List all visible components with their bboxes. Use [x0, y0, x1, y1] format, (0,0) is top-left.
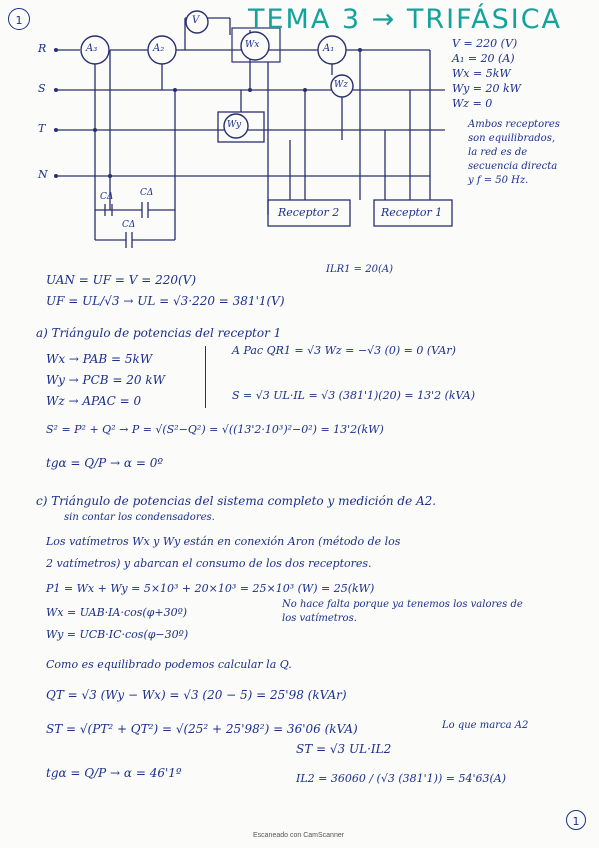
ammeter-a2	[147, 35, 177, 65]
scanner-watermark: Escaneado con CamScanner	[253, 832, 345, 839]
section-c-apparent: ST = √(PT² + QT²) = √(25² + 25'98²) = 36…	[46, 722, 358, 736]
note-line: secuencia directa	[468, 161, 558, 172]
section-a-active: S² = P² + Q² → P = √(S²−Q²) = √((13'2·10…	[46, 423, 384, 436]
wattmeter-wx	[240, 31, 270, 61]
section-c-text-2: 2 vatímetros) y abarcan el consumo de lo…	[46, 557, 372, 570]
footer-page-badge: 1	[566, 810, 586, 830]
meter-label-a3: A₃	[86, 43, 98, 54]
section-c-a2-note: Lo que marca A2	[442, 720, 529, 731]
note-line: son equilibrados,	[468, 133, 556, 144]
section-a-apparent: S = √3 UL·IL = √3 (381'1)(20) = 13'2 (kV…	[232, 389, 475, 402]
section-c-heading: c) Triángulo de potencias del sistema co…	[36, 494, 437, 508]
capacitor-label-middle: CΔ	[140, 188, 154, 198]
section-c-wy-formula: Wy = UCB·IC·cos(φ−30º)	[46, 628, 189, 641]
phase-voltage-line: UAN = UF = V = 220(V)	[46, 273, 196, 287]
note-line: la red es de	[468, 147, 528, 158]
wattmeter-wy	[223, 113, 249, 139]
section-c-total-power: P1 = Wx + Wy = 5×10³ + 20×10³ = 25×10³ (…	[46, 582, 375, 595]
receptor-1-label: Receptor 1	[381, 206, 443, 219]
current-receptor1: ILR1 = 20(A)	[326, 264, 393, 275]
section-c-subheading: sin contar los condensadores.	[64, 512, 215, 523]
capacitor-label-left: CΔ	[100, 192, 114, 202]
line-label-s: S	[38, 82, 46, 95]
footer-page-number: 1	[572, 815, 580, 828]
note-line: y f = 50 Hz.	[468, 175, 529, 186]
meter-label-wx: Wx	[245, 40, 260, 50]
note-line: Ambos receptores	[468, 119, 560, 130]
section-c-wx-formula: Wx = UAB·IA·cos(φ+30º)	[46, 606, 188, 619]
section-c-reactive: QT = √3 (Wy − Wx) = √3 (20 − 5) = 25'98 …	[46, 688, 347, 702]
ammeter-a1	[317, 35, 347, 65]
given-data-item: A₁ = 20 (A)	[452, 52, 515, 65]
given-data-item: Wz = 0	[452, 97, 493, 110]
section-c-current: IL2 = 36060 / (√3 (381'1)) = 54'63(A)	[296, 772, 506, 785]
section-a-reactive: A Pac QR1 = √3 Wz = −√3 (0) = 0 (VAr)	[232, 344, 456, 357]
meter-label-v: V	[192, 15, 200, 26]
section-a-wz: Wz → APAC = 0	[46, 394, 142, 408]
section-c-brace-note: No hace falta porque ya tenemos los valo…	[282, 599, 523, 624]
voltmeter-v	[185, 10, 209, 34]
line-label-t: T	[38, 122, 46, 135]
given-data-item: Wy = 20 kW	[452, 82, 521, 95]
section-c-text-1: Los vatímetros Wx y Wy están en conexión…	[46, 535, 401, 548]
given-note: Ambos receptores son equilibrados, la re…	[468, 118, 560, 188]
section-c-balanced: Como es equilibrado podemos calcular la …	[46, 658, 292, 671]
given-data-item: V = 220 (V)	[452, 37, 518, 50]
section-a-wy: Wy → PCB = 20 kW	[46, 373, 165, 387]
meter-label-wy: Wy	[227, 120, 242, 130]
page-number: 1	[15, 14, 23, 27]
line-label-r: R	[38, 42, 47, 55]
divider	[205, 346, 206, 408]
page-number-badge: 1	[8, 8, 30, 30]
section-a-angle: tgα = Q/P → α = 0º	[46, 456, 163, 470]
given-data-item: Wx = 5kW	[452, 67, 511, 80]
wattmeter-wz	[330, 74, 354, 98]
ammeter-a3	[80, 35, 110, 65]
given-data: V = 220 (V) A₁ = 20 (A) Wx = 5kW Wy = 20…	[452, 36, 521, 111]
meter-label-a2: A₂	[153, 43, 165, 54]
meter-label-wz: Wz	[334, 80, 348, 90]
meter-label-a1: A₁	[323, 43, 335, 54]
receptor-2-label: Receptor 2	[278, 206, 340, 219]
section-c-angle: tgα = Q/P → α = 46'1º	[46, 766, 182, 780]
section-a-heading: a) Triángulo de potencias del receptor 1	[36, 326, 282, 340]
section-a-wx: Wx → PAB = 5kW	[46, 352, 153, 366]
page-title: TEMA 3 → TRIFÁSICA	[248, 4, 563, 35]
line-voltage-line: UF = UL/√3 → UL = √3·220 = 381'1(V)	[46, 294, 285, 308]
capacitor-label-bottom: CΔ	[122, 220, 136, 230]
section-c-st-formula: ST = √3 UL·IL2	[296, 742, 392, 756]
line-label-n: N	[38, 168, 48, 181]
